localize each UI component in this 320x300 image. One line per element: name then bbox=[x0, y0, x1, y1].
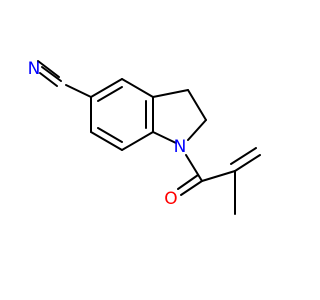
cyano-triple-bond-1 bbox=[41, 66, 62, 82]
benzene-inner-bond-3 bbox=[97, 127, 123, 143]
ring-bond-c3a-c3 bbox=[152, 89, 189, 98]
ring-bond-c3-c2 bbox=[187, 89, 207, 121]
cyano-triple-bond-2 bbox=[39, 72, 58, 87]
cyano-triple-bond-3 bbox=[37, 60, 60, 78]
alkene-double-bond-2 bbox=[230, 147, 257, 165]
carbonyl-alkene-bond bbox=[201, 170, 236, 182]
carbonyl-double-bond-2 bbox=[177, 174, 199, 190]
carbonyl-double-bond-1 bbox=[180, 180, 203, 196]
cyano-group bbox=[37, 60, 92, 98]
benzene-bond-5 bbox=[90, 131, 123, 151]
carbonyl-oxygen-label: O bbox=[164, 189, 177, 209]
pyrroline-ring bbox=[152, 89, 207, 144]
benzene-bond-2 bbox=[121, 78, 154, 98]
methacryloyl-group bbox=[177, 147, 261, 215]
ring-nitrogen-label: N bbox=[174, 137, 187, 157]
benzene-bond-4 bbox=[121, 131, 154, 151]
ring-bond-n-c7a bbox=[152, 131, 177, 144]
cyano-nitrogen-label: N bbox=[28, 59, 41, 79]
benzene-ring bbox=[90, 78, 154, 151]
cyano-to-ring-bond bbox=[65, 84, 92, 98]
n-carbonyl-bond bbox=[185, 154, 203, 182]
alkene-double-bond-1 bbox=[234, 154, 261, 172]
ring-bond-c2-n bbox=[187, 119, 207, 141]
benzene-inner-bond-1 bbox=[97, 86, 123, 102]
benzene-bond-1 bbox=[90, 78, 123, 98]
molecule-diagram: N N O bbox=[28, 59, 261, 215]
